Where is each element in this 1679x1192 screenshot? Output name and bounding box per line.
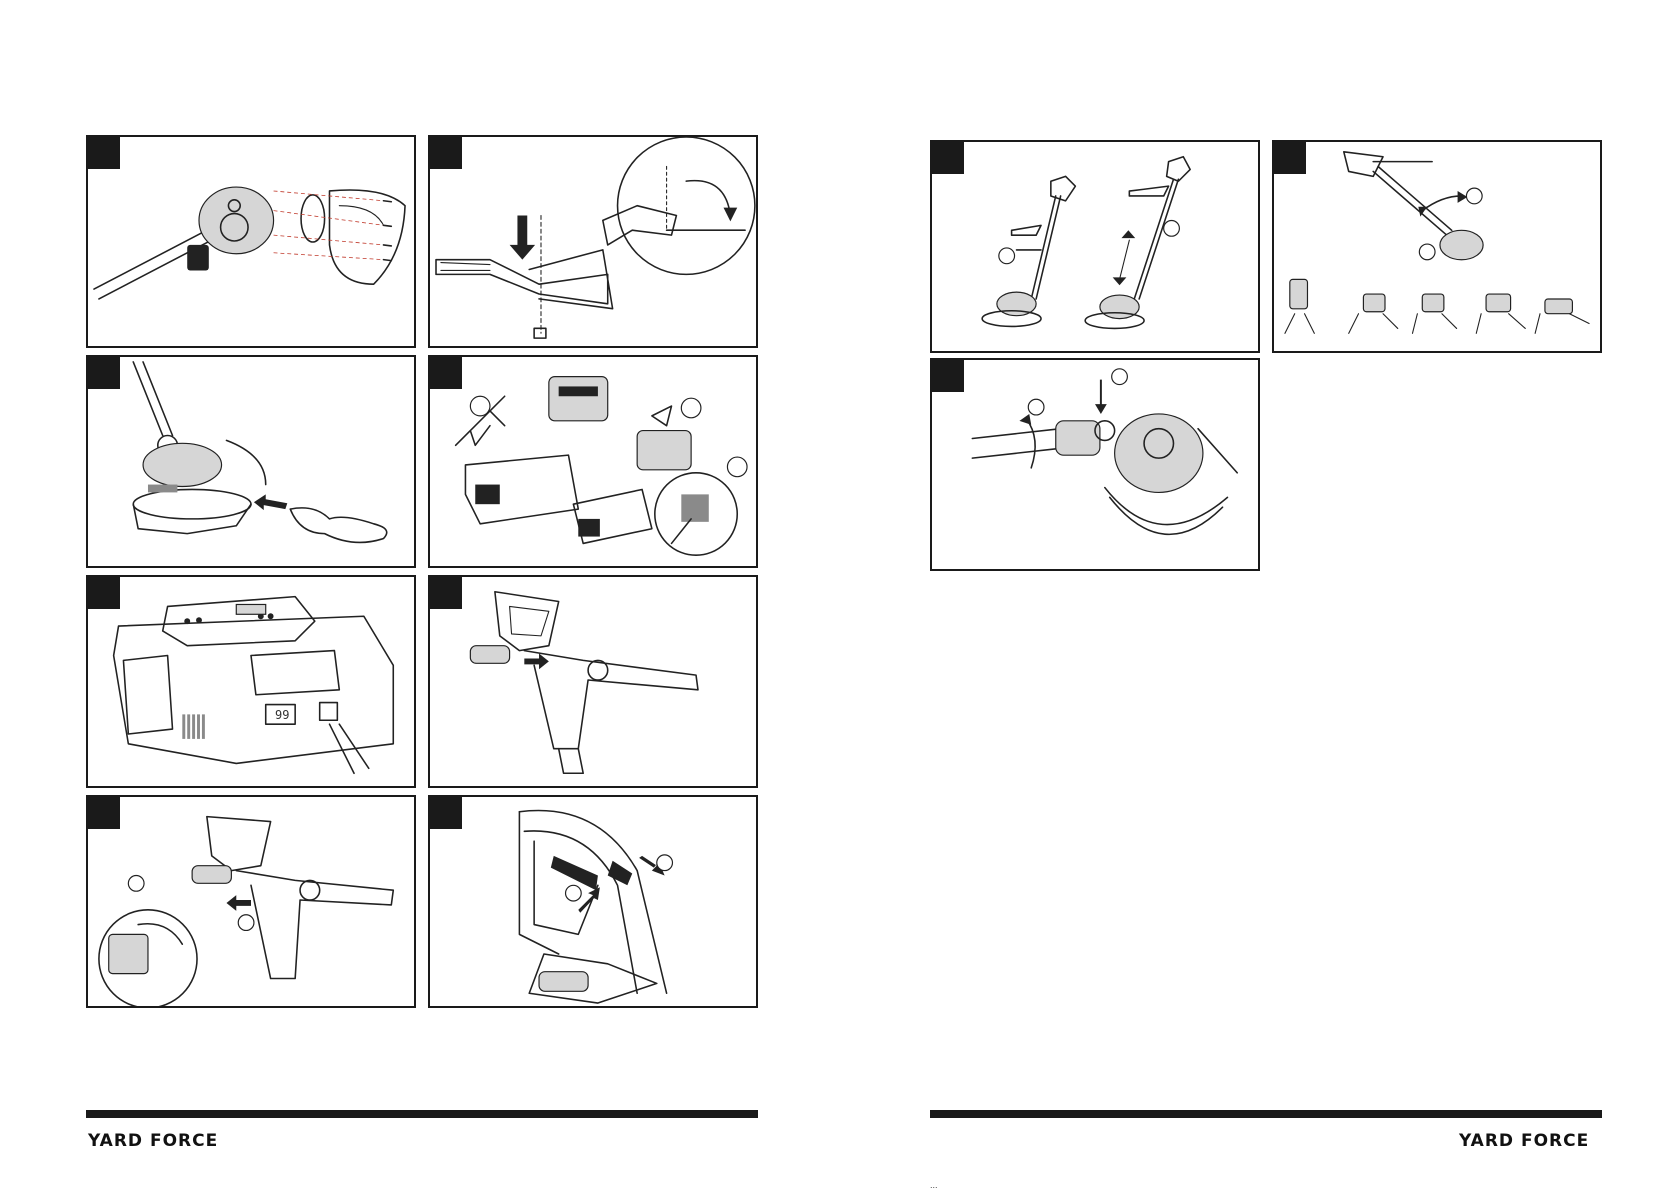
- charger-display: 99: [275, 708, 289, 722]
- trigger-switch-icon: [430, 797, 756, 1006]
- panel-battery-remove: [86, 795, 416, 1008]
- battery-remove-handle-icon: [88, 797, 414, 1006]
- panel-battery-insert: [428, 575, 758, 788]
- panel-trigger-switch: [428, 795, 758, 1008]
- spacer-guard-icon: [88, 357, 414, 566]
- battery-remove-insert-icon: [430, 357, 756, 566]
- head-rotate-icon: [932, 360, 1258, 569]
- panel-handle-assembly: [428, 135, 758, 348]
- head-angle-adjust-icon: [1274, 142, 1600, 351]
- panel-head-angle: [1272, 140, 1602, 353]
- page-number: ...: [930, 1180, 938, 1190]
- left-page: 99: [0, 0, 839, 1192]
- right-page: YARD FORCE ...: [839, 0, 1679, 1192]
- brand-logo-right: YARD FORCE: [1459, 1131, 1589, 1151]
- telescopic-adjust-icon: [932, 142, 1258, 351]
- panel-telescopic-adjust: [930, 140, 1260, 353]
- panel-head-rotate: [930, 358, 1260, 571]
- trimmer-guard-assembly-icon: [88, 137, 414, 346]
- panel-guard-assembly: [86, 135, 416, 348]
- panel-spacer-guard: [86, 355, 416, 568]
- footer-rule-left: [86, 1110, 758, 1118]
- battery-insert-handle-icon: [430, 577, 756, 786]
- panel-battery-swap: [428, 355, 758, 568]
- charger-icon: [88, 577, 414, 786]
- brand-logo-left: YARD FORCE: [88, 1131, 218, 1151]
- panel-charger: 99: [86, 575, 416, 788]
- footer-rule-right: [930, 1110, 1602, 1118]
- handle-assembly-icon: [430, 137, 756, 346]
